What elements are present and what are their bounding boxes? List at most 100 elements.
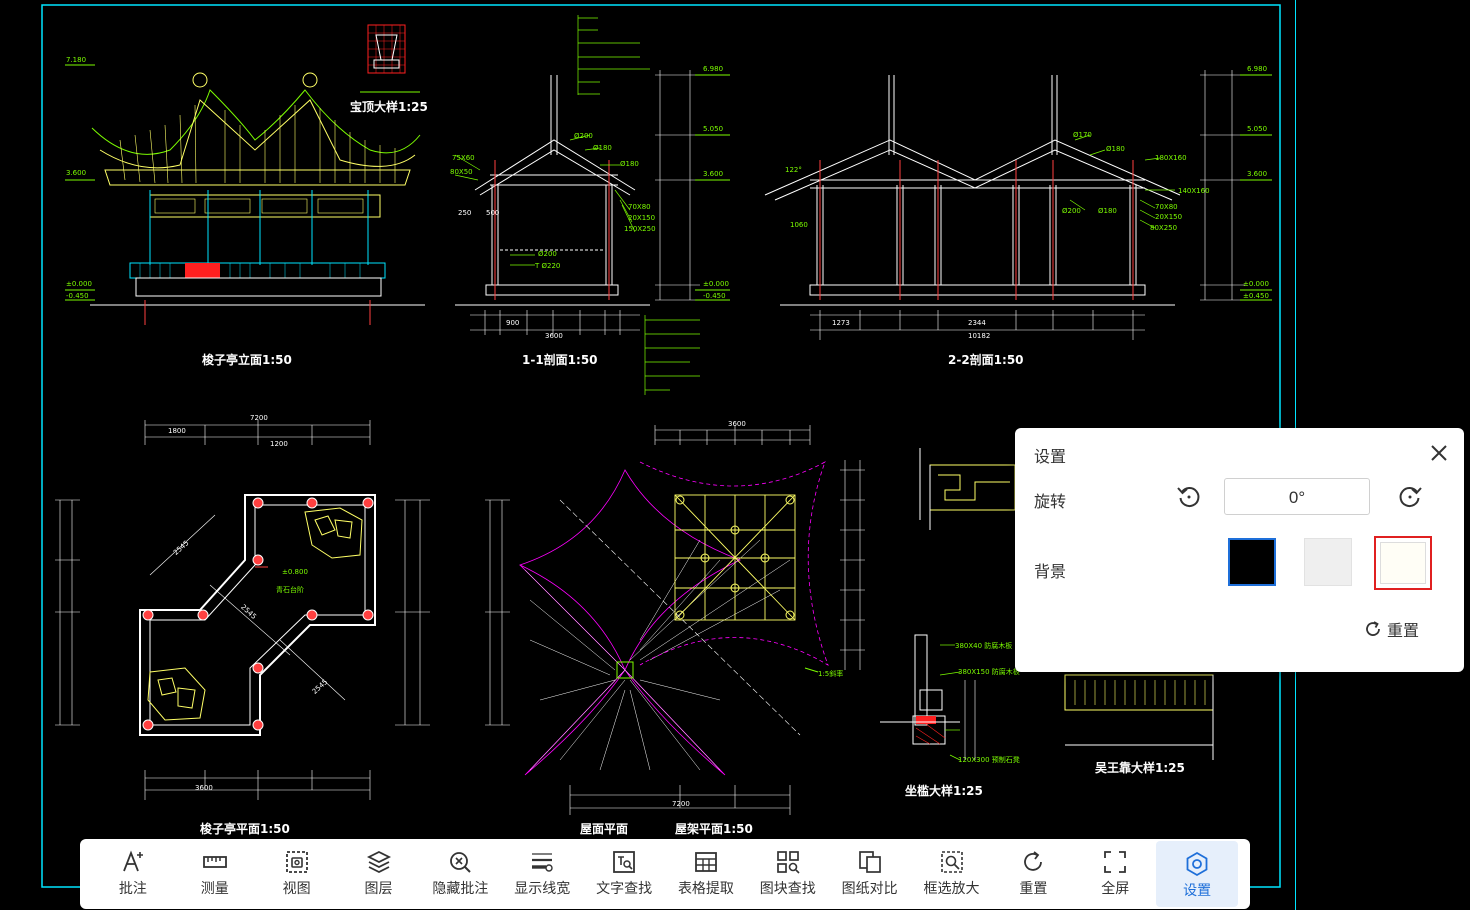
tool-box-zoom[interactable]: 框选放大: [911, 839, 993, 909]
svg-text:5.050: 5.050: [1247, 125, 1267, 133]
svg-text:80X250: 80X250: [1150, 224, 1177, 232]
text-search-icon: [613, 851, 635, 873]
tool-text-search[interactable]: 文字查找: [583, 839, 665, 909]
svg-text:75X60: 75X60: [452, 154, 475, 162]
svg-text:Ø180: Ø180: [1098, 207, 1117, 215]
seat-detail: 380X40 防腐木板 380X150 防腐木板 120X300 预制石凳 坐槛…: [880, 634, 1020, 798]
railing-detail: 吴王靠大样1:25: [1064, 674, 1214, 775]
svg-text:±0.450: ±0.450: [1243, 292, 1269, 300]
plan-view: 7200 1800 1200 3600 2545 2545 2545 ±0.80…: [55, 414, 430, 836]
sec1-level-zero: ±0.000: [703, 280, 729, 288]
sec1-dim-900: 900: [506, 319, 519, 327]
close-icon: [1431, 445, 1447, 461]
plan-dim-1800: 1800: [168, 427, 186, 435]
settings-title: 设置: [1034, 449, 1067, 466]
tool-reset[interactable]: 重置: [992, 839, 1074, 909]
settings-panel: 设置 旋转 0° 背景 重置: [1015, 428, 1464, 672]
hide-annotation-icon: [450, 852, 472, 873]
sec2-dim-2344: 2344: [968, 319, 986, 327]
sec1-level-neg: -0.450: [703, 292, 726, 300]
sec2-dim-1273: 1273: [832, 319, 850, 327]
plan-dim-3600: 3600: [195, 784, 213, 792]
annotate-icon: [123, 850, 143, 872]
sec1-level-6980: 6.980: [703, 65, 723, 73]
sec1-dim-3600: 3600: [545, 332, 563, 340]
tool-view[interactable]: 视图: [256, 839, 338, 909]
rotate-ccw-icon: [1177, 487, 1200, 507]
fullscreen-icon: [1104, 851, 1127, 873]
tool-settings[interactable]: 设置: [1156, 841, 1239, 907]
svg-text:250: 250: [458, 209, 471, 217]
seat-detail-title: 坐槛大样1:25: [905, 783, 983, 798]
tool-compare[interactable]: 图纸对比: [829, 839, 911, 909]
svg-text:380X40 防腐木板: 380X40 防腐木板: [955, 641, 1012, 650]
svg-text:20X150: 20X150: [628, 214, 655, 222]
rotation-input[interactable]: 0°: [1224, 478, 1370, 515]
bottom-toolbar: 批注 测量 视图 图层 隐藏批注 显示线宽 文字查找 表格提取 图块查找 图纸对…: [80, 839, 1250, 909]
plan-title: 梭子亭平面1:50: [200, 821, 290, 836]
background-swatch-gray[interactable]: [1304, 538, 1352, 586]
box-zoom-icon: [940, 851, 963, 873]
tool-block-search[interactable]: 图块查找: [747, 839, 829, 909]
svg-text:Ø200: Ø200: [538, 250, 557, 258]
tool-line-width[interactable]: 显示线宽: [501, 839, 583, 909]
svg-text:120X300 预制石凳: 120X300 预制石凳: [958, 755, 1020, 764]
background-swatch-white[interactable]: [1374, 536, 1432, 590]
rotate-right-button[interactable]: [1396, 482, 1424, 510]
view-icon: [285, 851, 308, 873]
plan-dim-1200: 1200: [270, 440, 288, 448]
table-extract-icon: [695, 852, 717, 872]
refresh-icon: [1366, 621, 1380, 636]
framing-plan-title: 屋架平面1:50: [675, 821, 753, 836]
compare-icon: [858, 851, 881, 873]
tool-fullscreen[interactable]: 全屏: [1074, 839, 1156, 909]
tool-measure[interactable]: 测量: [174, 839, 256, 909]
roof-plan-view: 3600 7200 1:5斜率 屋面平面 屋架平面1:50: [485, 420, 865, 836]
roof-plan-title: 屋面平面: [580, 822, 628, 836]
svg-text:青石台阶: 青石台阶: [276, 585, 304, 594]
tool-table-extract[interactable]: 表格提取: [665, 839, 747, 909]
svg-text:Ø200: Ø200: [574, 132, 593, 140]
block-search-icon: [776, 851, 800, 874]
svg-text:150X250: 150X250: [624, 225, 656, 233]
sec2-dim-10182: 10182: [968, 332, 990, 340]
tool-hide-annotations[interactable]: 隐藏批注: [419, 839, 501, 909]
tool-layers[interactable]: 图层: [338, 839, 420, 909]
svg-text:70X80: 70X80: [1155, 203, 1178, 211]
svg-text:Ø200: Ø200: [1062, 207, 1081, 215]
svg-text:3.600: 3.600: [1247, 170, 1267, 178]
layers-icon: [366, 850, 391, 874]
reset-settings-label: 重置: [1387, 623, 1420, 640]
sec1-level-3600: 3.600: [703, 170, 723, 178]
baoding-detail: 宝顶大样1:25: [350, 24, 428, 114]
ruler-icon: [202, 856, 227, 868]
svg-text:±0.800: ±0.800: [282, 568, 308, 576]
background-label: 背景: [1034, 564, 1067, 581]
svg-text:1:5斜率: 1:5斜率: [818, 669, 843, 678]
svg-text:20X150: 20X150: [1155, 213, 1182, 221]
line-width-icon: [532, 853, 553, 872]
svg-text:Ø180: Ø180: [593, 144, 612, 152]
plan-dim-7200: 7200: [250, 414, 268, 422]
rotate-left-button[interactable]: [1175, 482, 1203, 510]
sec2-dim-1060: 1060: [790, 221, 808, 229]
background-swatch-black[interactable]: [1228, 538, 1276, 586]
svg-text:180X160: 180X160: [1155, 154, 1187, 162]
svg-text:80X50: 80X50: [450, 168, 473, 176]
svg-text:380X150 防腐木板: 380X150 防腐木板: [958, 667, 1020, 676]
svg-text:Ø180: Ø180: [1106, 145, 1125, 153]
section-2-2: 1273 2344 10182 122° 1060 Ø170 Ø180 180X…: [764, 65, 1272, 367]
close-settings-button[interactable]: [1427, 441, 1451, 465]
sec2-angle: 122°: [785, 166, 802, 174]
plan-diag-dim: 2545: [172, 539, 191, 557]
tool-annotate[interactable]: 批注: [92, 839, 174, 909]
elevation-view: 7.180 3.600 ±0.000 -0.450 梭子亭立面1:50: [65, 56, 425, 367]
svg-text:500: 500: [486, 209, 499, 217]
svg-text:2545: 2545: [311, 678, 330, 696]
baoding-title: 宝顶大样1:25: [350, 99, 428, 114]
elev-neg-level: -0.450: [66, 292, 89, 300]
railing-detail-title: 吴王靠大样1:25: [1095, 760, 1185, 775]
reset-settings-button[interactable]: 重置: [1363, 617, 1419, 641]
svg-text:Ø180: Ø180: [620, 160, 639, 168]
